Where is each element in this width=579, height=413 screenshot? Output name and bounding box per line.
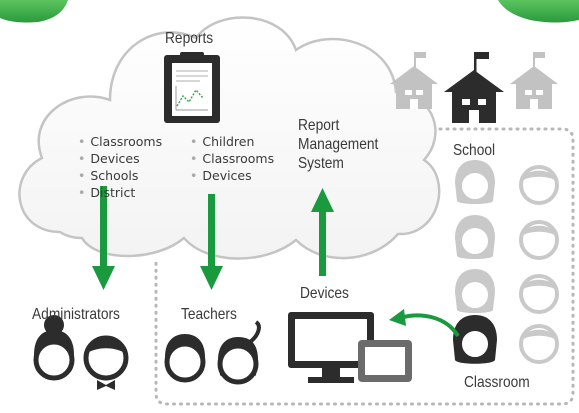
tablet-icon xyxy=(358,340,412,382)
administrator-report-list: ClassroomsDevicesSchoolsDistrict xyxy=(78,133,162,201)
arrow-cloud-to-teachers xyxy=(200,194,223,290)
teacher-report-item: Children xyxy=(190,133,274,150)
administrators-label: Administrators xyxy=(32,306,120,323)
teacher-report-list: ChildrenClassroomsDevices xyxy=(190,133,274,184)
report-management-system-label: Report Management System xyxy=(298,117,379,172)
school-building-icon-left xyxy=(390,52,438,109)
administrator-icon-female xyxy=(33,315,75,381)
arrow-devices-to-system xyxy=(311,188,334,276)
child-icon-girl-3 xyxy=(455,269,495,313)
classroom-label: Classroom xyxy=(464,374,530,391)
clipboard-report-icon xyxy=(164,52,220,123)
child-icon-classroom xyxy=(453,315,497,364)
reports-label: Reports xyxy=(165,30,214,47)
school-label: School xyxy=(453,142,496,159)
arrow-classroom-to-devices xyxy=(389,309,460,338)
corner-decoration-left xyxy=(0,0,68,23)
teacher-report-item: Classrooms xyxy=(190,150,274,167)
administrator-report-item: Classrooms xyxy=(78,133,162,150)
school-building-icon-center xyxy=(444,52,504,123)
devices-label: Devices xyxy=(300,285,349,302)
teacher-icon-female xyxy=(164,334,206,383)
monitor-icon xyxy=(288,312,374,383)
teachers-label: Teachers xyxy=(181,306,237,323)
child-icon-boy-1 xyxy=(519,165,559,205)
administrator-report-item: Schools xyxy=(78,167,162,184)
school-building-icon-right xyxy=(510,52,558,109)
administrator-report-item: District xyxy=(78,184,162,201)
teacher-icon-female-ponytail xyxy=(217,320,261,385)
child-icon-boy-4 xyxy=(519,324,559,364)
child-icon-boy-2 xyxy=(519,220,559,260)
arrow-cloud-to-administrators xyxy=(92,186,115,290)
administrator-report-item: Devices xyxy=(78,150,162,167)
child-icon-girl-1 xyxy=(455,160,495,204)
corner-decoration-right xyxy=(498,0,579,23)
child-icon-boy-3 xyxy=(519,274,559,314)
teacher-report-item: Devices xyxy=(190,167,274,184)
administrator-icon-male xyxy=(83,335,129,390)
child-icon-girl-2 xyxy=(455,215,495,259)
